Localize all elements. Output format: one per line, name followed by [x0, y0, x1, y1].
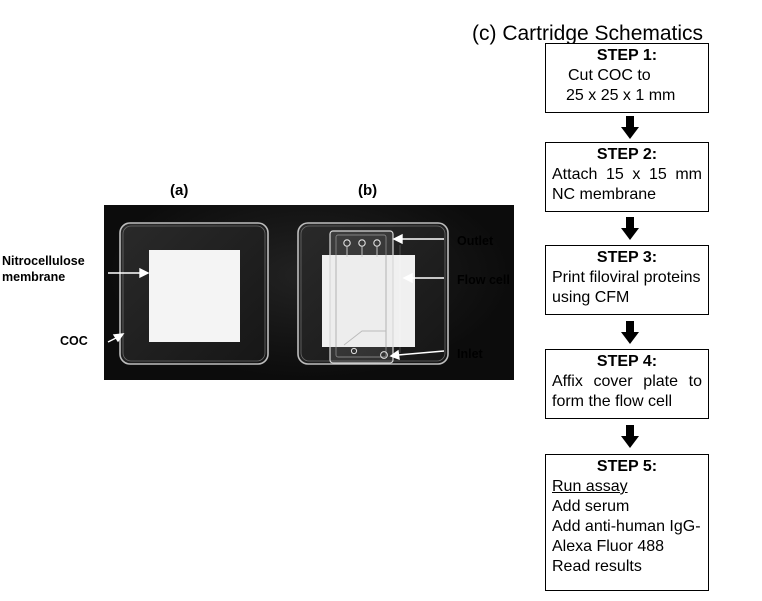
- coc-label: COC: [60, 334, 88, 348]
- flow-cell-plate: [329, 230, 401, 364]
- step-4-title: STEP 4:: [596, 353, 658, 370]
- step-5-box: STEP 5: Run assay Add serum Add anti-hum…: [545, 454, 709, 591]
- step-3-box: STEP 3: Print filoviral proteins using C…: [545, 245, 709, 315]
- step-5-line-1: Run assay: [552, 478, 628, 495]
- down-arrow-icon: [621, 116, 639, 139]
- step-5-line-3: Add anti-human IgG-: [552, 518, 701, 535]
- step-2-line-2: NC membrane: [552, 186, 657, 203]
- step-4-line-1: Affix cover plate to: [552, 373, 702, 390]
- step-1-title: STEP 1:: [596, 47, 658, 64]
- step-5-title: STEP 5:: [596, 458, 658, 475]
- step-1-line-2: 25 x 25 x 1 mm: [566, 87, 676, 104]
- down-arrow-icon: [621, 217, 639, 240]
- step-5-line-4: Alexa Fluor 488: [552, 538, 665, 555]
- flow-cell-label: Flow cell: [457, 273, 510, 287]
- step-5-line-5: Read results: [552, 558, 642, 575]
- step-3-line-2: using CFM: [552, 289, 630, 306]
- figure-title: (c) Cartridge Schematics: [472, 22, 704, 45]
- outlet-label: Outlet: [457, 234, 494, 248]
- step-2-title: STEP 2:: [596, 146, 658, 163]
- cartridge-photo-drawing: [107, 222, 449, 365]
- step-1-line-1: Cut COC to: [568, 67, 651, 84]
- panel-label-a: (a): [170, 182, 189, 199]
- step-3-title: STEP 3:: [596, 249, 658, 266]
- step-2-line-1: Attach 15 x 15 mm: [552, 166, 702, 183]
- step-2-box: STEP 2: Attach 15 x 15 mm NC membrane: [545, 142, 709, 212]
- step-3-line-1: Print filoviral proteins: [552, 269, 701, 286]
- annotation-arrows: [107, 233, 445, 361]
- down-arrow-icon: [621, 425, 639, 448]
- nc-membrane-a: [149, 250, 240, 342]
- nc-membrane-b: [322, 255, 415, 347]
- nitrocellulose-label: Nitrocellulose membrane: [2, 254, 85, 284]
- down-arrow-icon: [621, 321, 639, 344]
- step-1-box: STEP 1: Cut COC to 25 x 25 x 1 mm: [545, 43, 709, 113]
- inlet-label: Inlet: [457, 347, 483, 361]
- cartridge-photo: [104, 205, 514, 380]
- panel-label-b: (b): [358, 182, 378, 199]
- step-4-line-2: form the flow cell: [552, 393, 673, 410]
- step-5-line-2: Add serum: [552, 498, 630, 515]
- step-4-box: STEP 4: Affix cover plate to form the fl…: [545, 349, 709, 419]
